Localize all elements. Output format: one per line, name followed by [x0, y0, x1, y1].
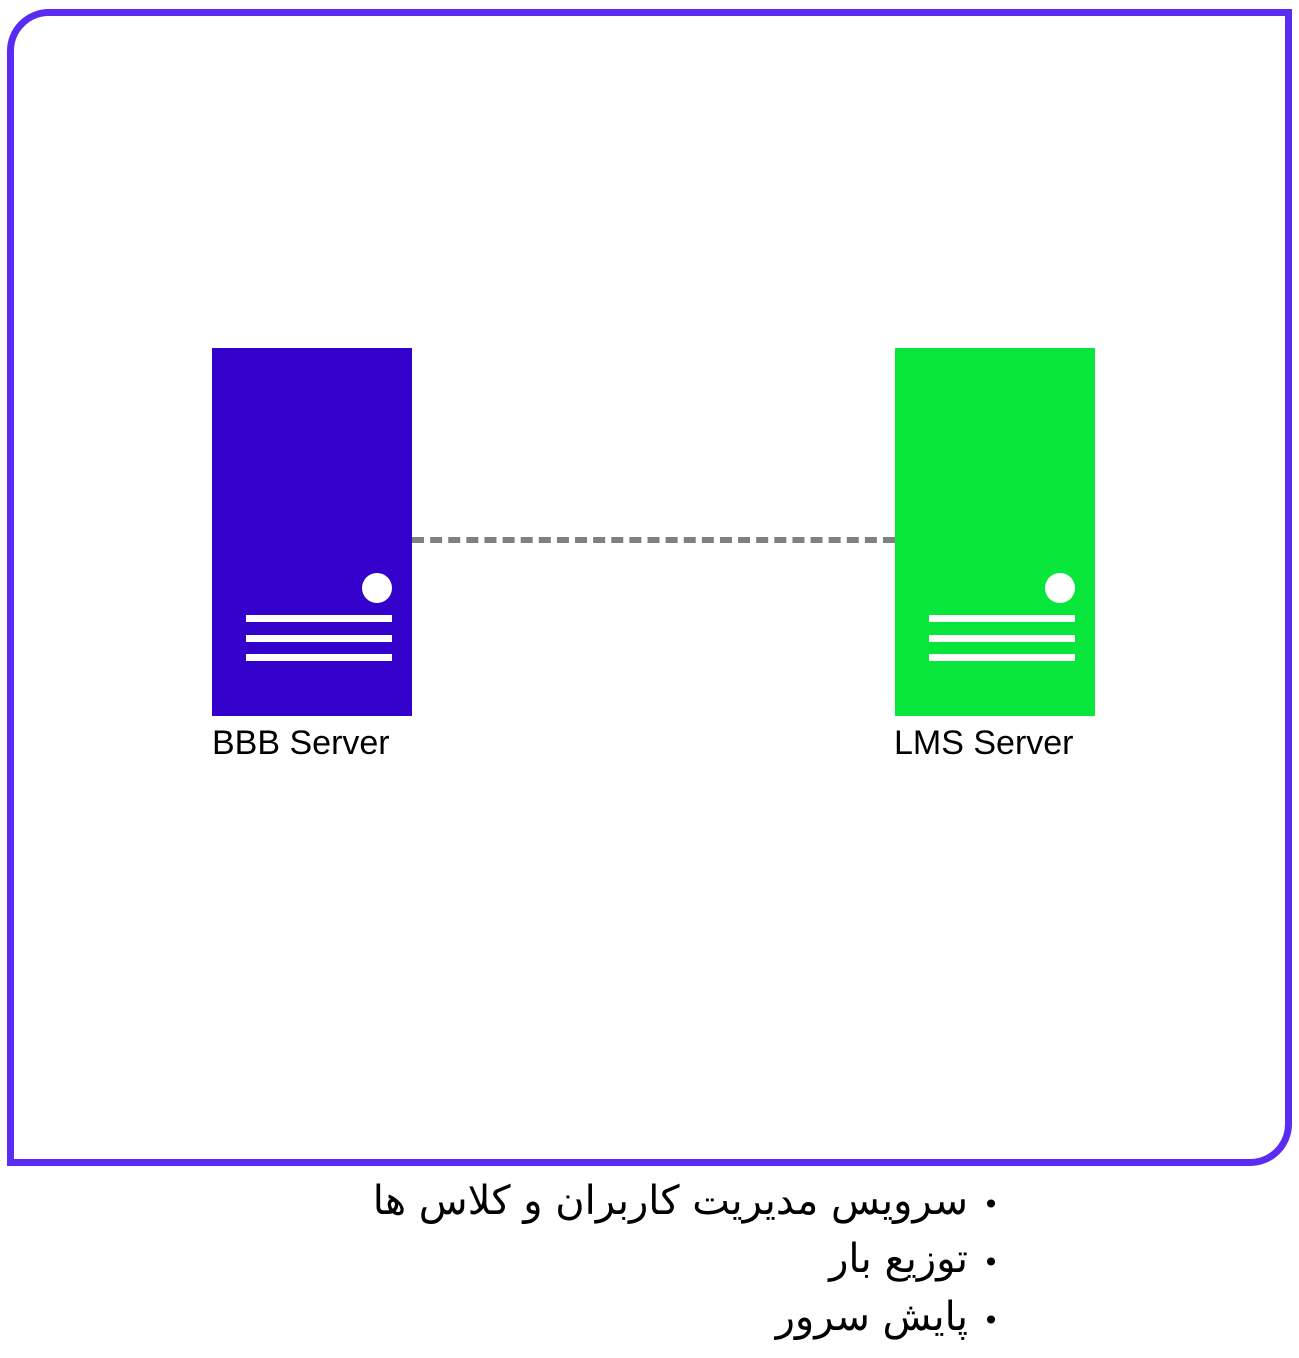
server-vent	[246, 615, 392, 622]
bbb-lms-connection-line	[412, 537, 895, 543]
list-item: • پایش سرور	[373, 1288, 1006, 1346]
feature-list: • سرویس مدیریت کاربران و کلاس ها • توزیع ب…	[373, 1172, 1006, 1346]
feature-text: توزیع بار	[829, 1236, 968, 1282]
lms-server-label: LMS Server	[894, 724, 1074, 762]
bullet-icon: •	[982, 1188, 1000, 1221]
server-vent	[246, 635, 392, 642]
diagram-frame	[7, 9, 1292, 1166]
lms-server-icon	[895, 348, 1095, 716]
feature-text: پایش سرور	[775, 1294, 968, 1340]
list-item: • توزیع بار	[373, 1230, 1006, 1288]
server-vent	[246, 654, 392, 661]
server-led-icon	[362, 573, 392, 603]
server-vent	[929, 654, 1075, 661]
bbb-server-label: BBB Server	[212, 724, 390, 762]
bullet-icon: •	[982, 1304, 1000, 1337]
server-vent	[929, 615, 1075, 622]
bbb-server-icon	[212, 348, 412, 716]
list-item: • سرویس مدیریت کاربران و کلاس ها	[373, 1172, 1006, 1230]
server-led-icon	[1045, 573, 1075, 603]
server-vent	[929, 635, 1075, 642]
bullet-icon: •	[982, 1246, 1000, 1279]
feature-text: سرویس مدیریت کاربران و کلاس ها	[372, 1178, 968, 1224]
